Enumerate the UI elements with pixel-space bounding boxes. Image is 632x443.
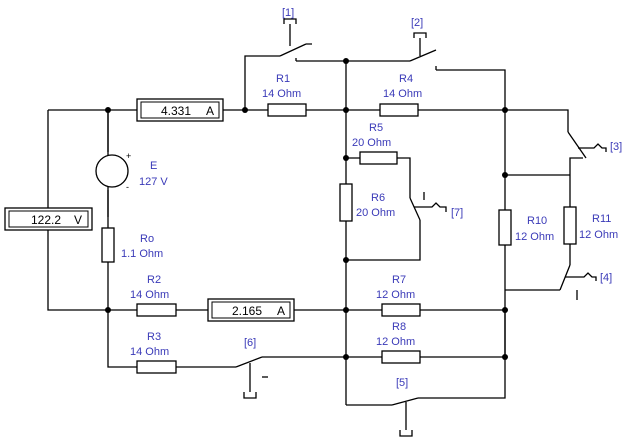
- svg-text:1.1 Ohm: 1.1 Ohm: [121, 248, 163, 260]
- svg-text:R11: R11: [592, 213, 611, 225]
- svg-text:12 Ohm: 12 Ohm: [376, 336, 415, 348]
- resistor-r7: R7 12 Ohm: [376, 274, 421, 317]
- svg-text:12 Ohm: 12 Ohm: [515, 231, 554, 243]
- svg-text:V: V: [74, 213, 82, 227]
- svg-text:122.2: 122.2: [31, 213, 61, 227]
- junction-node: [502, 107, 508, 113]
- junction-node: [105, 107, 111, 113]
- svg-text:E: E: [150, 160, 157, 172]
- voltmeter: 122.2 V: [4, 207, 93, 231]
- switch-6[interactable]: [6]: [235, 337, 268, 399]
- svg-text:14 Ohm: 14 Ohm: [130, 289, 169, 301]
- svg-text:[2]: [2]: [411, 17, 423, 29]
- svg-text:127 V: 127 V: [139, 176, 168, 188]
- junction-node: [343, 155, 349, 161]
- junction-node: [502, 354, 508, 360]
- svg-text:R10: R10: [527, 215, 547, 227]
- resistor-ro: Ro 1.1 Ohm: [101, 227, 163, 263]
- svg-text:14 Ohm: 14 Ohm: [383, 88, 422, 100]
- svg-text:20 Ohm: 20 Ohm: [352, 137, 391, 149]
- svg-text:4.331: 4.331: [161, 104, 191, 118]
- resistor-r6: R6 20 Ohm: [339, 183, 395, 222]
- svg-text:[5]: [5]: [396, 377, 408, 389]
- svg-text:A: A: [277, 304, 285, 318]
- resistor-r8: R8 12 Ohm: [376, 321, 421, 364]
- svg-text:14 Ohm: 14 Ohm: [130, 346, 169, 358]
- junction-node: [502, 172, 508, 178]
- voltage-source-e: + - E 127 V: [95, 151, 168, 192]
- switch-3[interactable]: [3]: [567, 131, 622, 159]
- resistor-r2: R2 14 Ohm: [130, 274, 177, 317]
- svg-text:R5: R5: [369, 122, 383, 134]
- svg-text:[6]: [6]: [244, 337, 256, 349]
- resistor-r1: R1 14 Ohm: [262, 73, 307, 117]
- wires: [47, 55, 583, 406]
- svg-text:[3]: [3]: [610, 141, 622, 153]
- switch-2[interactable]: [2]: [409, 17, 437, 70]
- svg-text:-: -: [126, 182, 129, 192]
- svg-text:14 Ohm: 14 Ohm: [262, 88, 301, 100]
- svg-text:20 Ohm: 20 Ohm: [356, 207, 395, 219]
- svg-text:R8: R8: [392, 321, 406, 333]
- svg-text:12 Ohm: 12 Ohm: [579, 229, 618, 241]
- resistor-r11: R11 12 Ohm: [563, 206, 618, 245]
- svg-text:R2: R2: [147, 274, 161, 286]
- svg-text:[1]: [1]: [282, 7, 294, 19]
- svg-text:A: A: [206, 104, 214, 118]
- svg-text:R1: R1: [276, 73, 290, 85]
- junction-nodes: [105, 58, 508, 360]
- svg-text:R4: R4: [399, 73, 413, 85]
- ammeter-bottom: 2.165 A: [207, 298, 295, 322]
- switch-7[interactable]: [7]: [409, 192, 463, 221]
- svg-text:R7: R7: [392, 274, 406, 286]
- svg-text:[4]: [4]: [600, 272, 612, 284]
- junction-node: [343, 307, 349, 313]
- switch-5[interactable]: [5]: [391, 377, 419, 437]
- resistor-r5: R5 20 Ohm: [352, 122, 398, 165]
- junction-node: [343, 58, 349, 64]
- junction-node: [343, 257, 349, 263]
- svg-text:Ro: Ro: [140, 233, 154, 245]
- junction-node: [343, 107, 349, 113]
- resistor-r4: R4 14 Ohm: [379, 73, 422, 117]
- junction-node: [343, 354, 349, 360]
- svg-text:12 Ohm: 12 Ohm: [376, 289, 415, 301]
- ammeter-top: 4.331 A: [136, 98, 224, 122]
- junction-node: [502, 307, 508, 313]
- svg-text:+: +: [126, 151, 131, 161]
- junction-node: [242, 107, 248, 113]
- switch-4[interactable]: [4]: [559, 264, 612, 300]
- svg-text:R6: R6: [371, 192, 385, 204]
- junction-node: [105, 307, 111, 313]
- switch-1[interactable]: [1]: [279, 7, 312, 61]
- svg-text:[7]: [7]: [451, 207, 463, 219]
- resistor-r10: R10 12 Ohm: [498, 209, 554, 246]
- resistor-r3: R3 14 Ohm: [130, 331, 177, 374]
- svg-text:R3: R3: [147, 331, 161, 343]
- svg-text:2.165: 2.165: [232, 304, 262, 318]
